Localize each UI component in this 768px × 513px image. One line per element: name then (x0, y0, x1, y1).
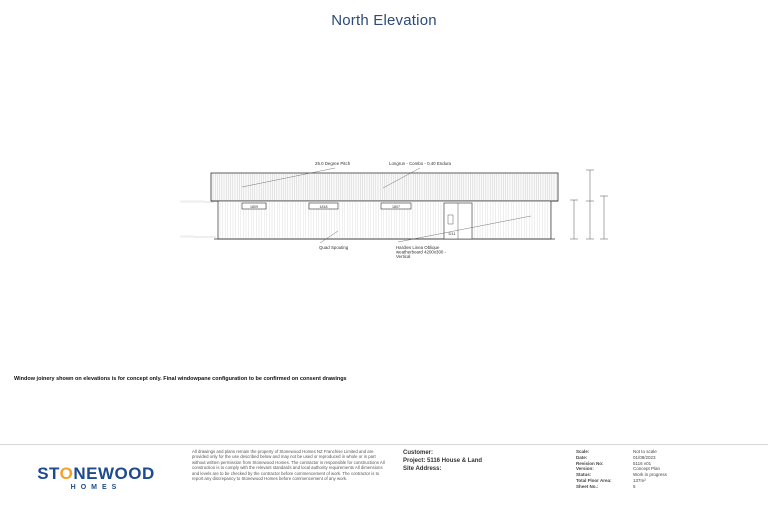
site-address-label: Site Address: (403, 466, 442, 472)
title-block: STONEWOOD HOMES All drawings and plans r… (0, 444, 768, 513)
meta-row: Date:01/08/2023 (576, 454, 656, 460)
door-label: D11 (448, 231, 456, 236)
cladding-annotation: Hardies Linea Oblique weatherboard 4200x… (396, 245, 447, 259)
window-label: 1809 (250, 205, 258, 209)
window-label: 1807 (392, 205, 400, 209)
project-info: Customer: Project: 5116 House & Land Sit… (403, 449, 482, 473)
sheet-metadata: Scale:Not to scale Date:01/08/2023 Revis… (576, 449, 667, 490)
annotation-leaders (241, 167, 532, 244)
level-marks (180, 200, 216, 238)
page-title: North Elevation (331, 12, 437, 29)
meta-row: Sheet No.:5 (576, 483, 636, 489)
project-label: Project: 5116 House & Land (403, 458, 483, 464)
door: D11 (443, 202, 473, 240)
window-2: 1818 (308, 202, 339, 210)
customer-label: Customer: (403, 450, 434, 456)
stonewood-logo: STONEWOOD HOMES (26, 464, 166, 492)
dimension-lines (570, 169, 608, 240)
meta-row: Revision No:5116 v01 (576, 460, 652, 466)
window-label: 1818 (320, 205, 328, 209)
pitch-annotation: 25.0 Degree Pitch (315, 161, 351, 166)
meta-row: Version:Concept Plan (576, 466, 661, 472)
concept-note: Window joinery shown on elevations is fo… (14, 376, 347, 382)
window-3: 1807 (380, 202, 412, 210)
logo-wordmark: STONEWOOD (37, 464, 155, 483)
meta-row: Scale:Not to scale (576, 449, 657, 454)
window-1: 1809 (241, 202, 267, 210)
logo-subtitle: HOMES (70, 484, 122, 491)
disclaimer-text: All drawings and plans remain the proper… (192, 449, 385, 482)
meta-row: Total Floor Area:137m² (576, 477, 646, 483)
roofing-annotation: Longrun - Combo - 0.40 Endura (389, 161, 452, 166)
elevation-drawing: 1809 1818 1807 D11 (180, 161, 608, 259)
meta-row: Status:Work in progress (576, 472, 667, 478)
spouting-annotation: Quad Spouting (319, 245, 349, 250)
